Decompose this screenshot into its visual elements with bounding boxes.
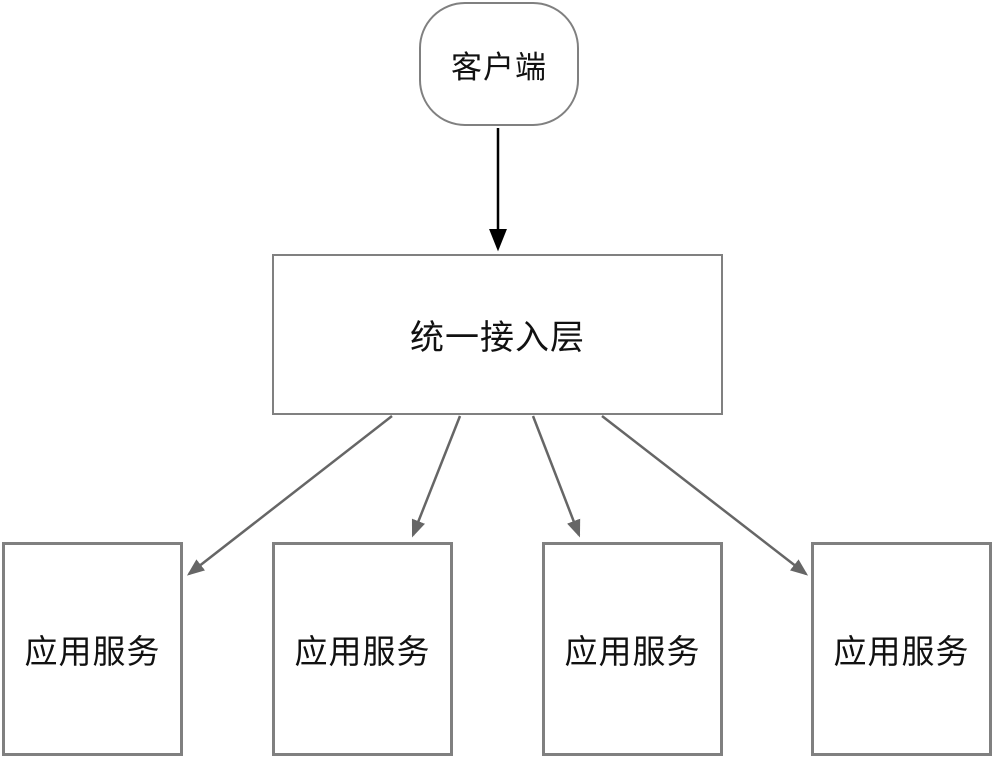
node-client-label: 客户端 bbox=[451, 49, 547, 85]
node-service-2-label: 应用服务 bbox=[294, 633, 431, 670]
node-service-3: 应用服务 bbox=[542, 542, 723, 756]
node-service-4-label: 应用服务 bbox=[833, 633, 970, 670]
node-service-1: 应用服务 bbox=[2, 542, 183, 756]
node-service-1-label: 应用服务 bbox=[24, 633, 161, 670]
node-gateway-label: 统一接入层 bbox=[410, 319, 585, 357]
connector-gateway-service-3 bbox=[531, 415, 581, 538]
node-client: 客户端 bbox=[419, 2, 579, 126]
node-service-3-label: 应用服务 bbox=[564, 633, 701, 670]
node-service-2: 应用服务 bbox=[272, 542, 453, 756]
connector-gateway-service-2 bbox=[411, 415, 462, 538]
node-gateway: 统一接入层 bbox=[272, 254, 723, 415]
node-service-4: 应用服务 bbox=[811, 542, 992, 756]
